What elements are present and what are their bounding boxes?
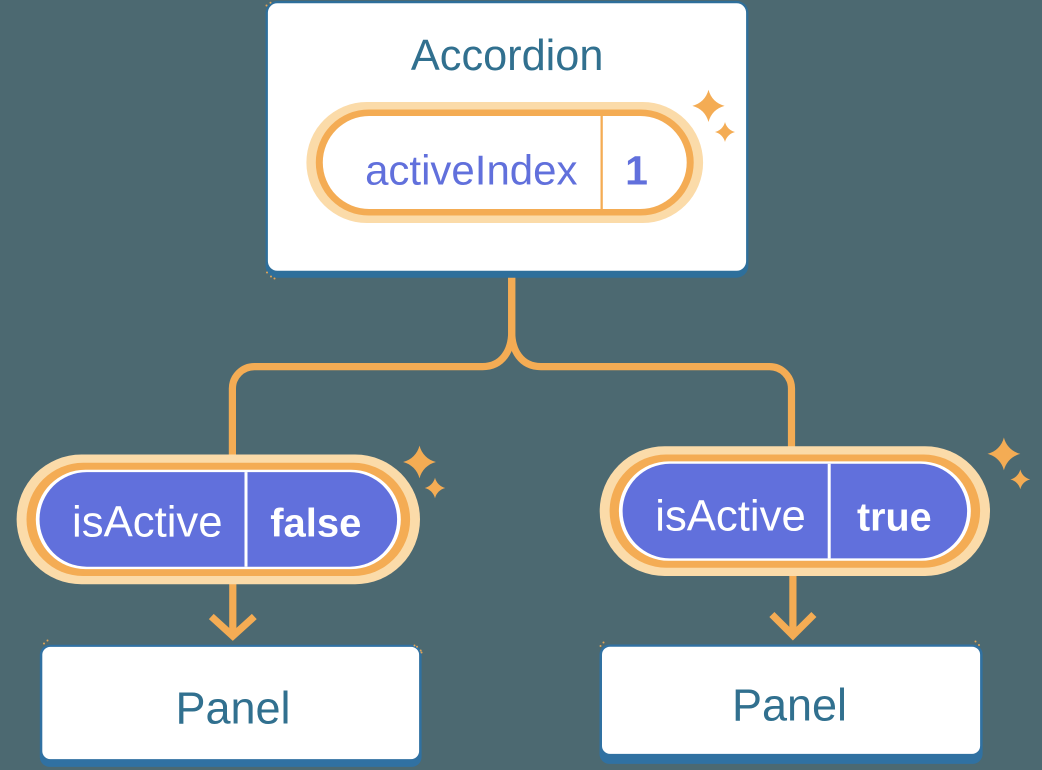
- svg-text:false: false: [270, 501, 361, 545]
- svg-text:Panel: Panel: [732, 680, 847, 731]
- svg-text:1: 1: [625, 148, 648, 194]
- svg-text:Panel: Panel: [175, 683, 290, 734]
- svg-text:true: true: [857, 496, 932, 540]
- svg-text:Accordion: Accordion: [411, 32, 604, 80]
- svg-text:activeIndex: activeIndex: [365, 147, 577, 194]
- svg-text:isActive: isActive: [655, 492, 806, 541]
- svg-text:isActive: isActive: [72, 497, 223, 546]
